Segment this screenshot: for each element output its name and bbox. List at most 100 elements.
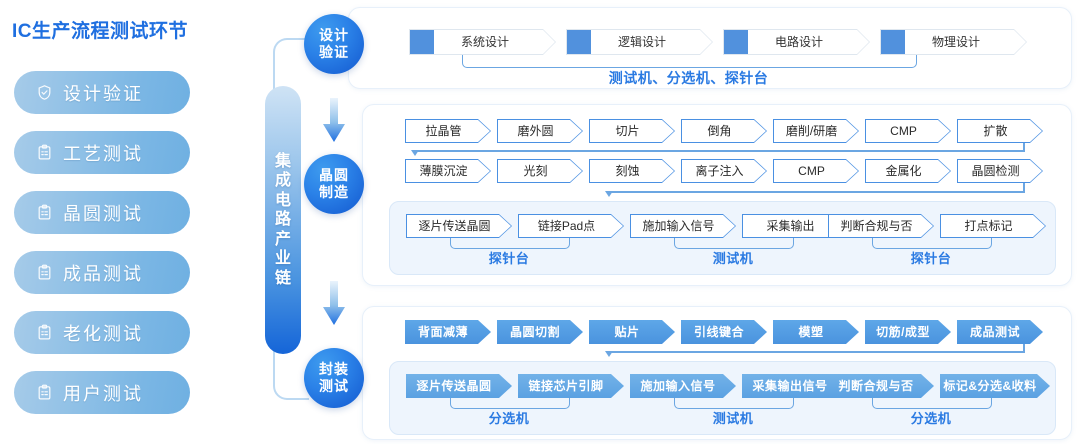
test-step-chevron[interactable]: 判断合规与否 [828, 374, 934, 398]
spine-connector-bottom [273, 350, 309, 400]
stage-label-line1: 封装 [319, 361, 349, 378]
spine-char: 业 [274, 250, 291, 268]
group-bracket [450, 238, 570, 249]
step-chevron[interactable]: 贴片 [589, 320, 675, 344]
sidebar-item-process-test[interactable]: 工艺测试 [14, 131, 190, 174]
clipboard-icon [36, 324, 53, 341]
step-chevron[interactable]: 光刻 [497, 159, 583, 183]
step-marker [724, 30, 748, 54]
stage-label-line1: 晶圆 [319, 167, 349, 184]
step-chevron[interactable]: CMP [773, 159, 859, 183]
test-step-chevron[interactable]: 链接Pad点 [518, 214, 624, 238]
sidebar-item-label: 晶圆测试 [63, 203, 143, 224]
sidebar-item-label: 老化测试 [63, 323, 143, 344]
shield-check-icon [36, 84, 53, 101]
sidebar-item-final-test[interactable]: 成品测试 [14, 251, 190, 294]
test-step-chevron[interactable]: 逐片传送晶圆 [406, 374, 512, 398]
page-title: IC生产流程测试环节 [12, 21, 189, 42]
sidebar: IC生产流程测试环节 设计验证 工艺测试 [0, 0, 250, 444]
step-chevron[interactable]: 刻蚀 [589, 159, 675, 183]
step-chevron[interactable]: 扩散 [957, 119, 1043, 143]
group-bracket [462, 55, 917, 68]
group-bracket [872, 398, 992, 409]
wrap-arrow-icon [411, 150, 419, 156]
test-step-chevron[interactable]: 打点标记 [940, 214, 1046, 238]
step-chevron[interactable]: 物理设计 [880, 29, 1027, 55]
step-chevron[interactable]: 金属化 [865, 159, 951, 183]
step-chevron[interactable]: 切筋/成型 [865, 320, 951, 344]
sidebar-item-design-verification[interactable]: 设计验证 [14, 71, 190, 114]
clipboard-icon [36, 264, 53, 281]
step-chevron[interactable]: 磨外圆 [497, 119, 583, 143]
test-step-chevron[interactable]: 链接芯片引脚 [518, 374, 624, 398]
equipment-caption: 测试机 [712, 251, 754, 266]
spine-connector-top [273, 38, 309, 92]
step-marker [567, 30, 591, 54]
down-arrow-icon [321, 281, 347, 325]
test-step-chevron[interactable]: 施加输入信号 [630, 374, 736, 398]
equipment-caption: 分选机 [488, 411, 530, 426]
step-marker [410, 30, 434, 54]
spine-char: 成 [274, 172, 291, 190]
equipment-caption: 分选机 [910, 411, 952, 426]
section-panel-design: 系统设计 逻辑设计 电路设计 物理设计 测试机、分选机、探针台 [348, 7, 1072, 89]
package-test-subpanel: 逐片传送晶圆 链接芯片引脚 施加输入信号 采集输出信号 判断合规与否 标记&分选… [389, 361, 1056, 435]
sidebar-item-label: 用户测试 [63, 383, 143, 404]
wrap-connector [1023, 344, 1025, 352]
wrap-arrow-icon [605, 351, 613, 357]
step-chevron[interactable]: CMP [865, 119, 951, 143]
sidebar-item-user-test[interactable]: 用户测试 [14, 371, 190, 414]
stage-circle-wafer[interactable]: 晶圆 制造 [304, 154, 364, 214]
group-bracket [674, 238, 794, 249]
step-chevron[interactable]: 薄膜沉淀 [405, 159, 491, 183]
stage-circle-design[interactable]: 设计 验证 [304, 14, 364, 74]
step-chevron[interactable]: 磨削/研磨 [773, 119, 859, 143]
section-panel-wafer: 拉晶管 磨外圆 切片 倒角 磨削/研磨 CMP 扩散 薄膜沉淀 光刻 刻蚀 离子… [362, 104, 1072, 286]
equipment-caption: 测试机、分选机、探针台 [608, 70, 769, 86]
test-step-chevron[interactable]: 标记&分选&收料 [940, 374, 1050, 398]
step-chevron[interactable]: 离子注入 [681, 159, 767, 183]
test-step-chevron[interactable]: 施加输入信号 [630, 214, 736, 238]
step-chevron[interactable]: 切片 [589, 119, 675, 143]
wrap-arrow-icon [605, 191, 613, 197]
step-chevron[interactable]: 逻辑设计 [566, 29, 713, 55]
group-bracket [872, 238, 992, 249]
step-chevron[interactable]: 系统设计 [409, 29, 556, 55]
stage-circle-package[interactable]: 封装 测试 [304, 348, 364, 408]
step-chevron[interactable]: 引线键合 [681, 320, 767, 344]
step-chevron[interactable]: 背面减薄 [405, 320, 491, 344]
sidebar-item-label: 工艺测试 [63, 143, 143, 164]
clipboard-icon [36, 384, 53, 401]
step-chevron[interactable]: 电路设计 [723, 29, 870, 55]
sidebar-item-label: 设计验证 [63, 83, 143, 104]
step-marker [881, 30, 905, 54]
step-chevron[interactable]: 模塑 [773, 320, 859, 344]
group-bracket [674, 398, 794, 409]
equipment-caption: 探针台 [910, 251, 952, 266]
step-chevron[interactable]: 晶圆检测 [957, 159, 1043, 183]
equipment-caption: 测试机 [712, 411, 754, 426]
group-bracket [450, 398, 570, 409]
stage-label-line2: 验证 [319, 44, 349, 60]
spine-char: 链 [274, 269, 291, 287]
spine-char: 产 [274, 230, 291, 248]
clipboard-icon [36, 144, 53, 161]
spine-char: 电 [274, 191, 291, 209]
step-chevron[interactable]: 晶圆切割 [497, 320, 583, 344]
clipboard-icon [36, 204, 53, 221]
section-panel-package: 背面减薄 晶圆切割 贴片 引线键合 模塑 切筋/成型 成品测试 逐片传送晶圆 链… [362, 306, 1072, 440]
value-chain-spine: 集 成 电 路 产 业 链 [265, 86, 301, 354]
step-chevron[interactable]: 成品测试 [957, 320, 1043, 344]
down-arrow-icon [321, 98, 347, 142]
step-chevron[interactable]: 拉晶管 [405, 119, 491, 143]
stage-label-line1: 设计 [319, 27, 349, 44]
spine-char: 路 [274, 211, 291, 229]
sidebar-item-wafer-test[interactable]: 晶圆测试 [14, 191, 190, 234]
test-step-chevron[interactable]: 逐片传送晶圆 [406, 214, 512, 238]
sidebar-item-burnin-test[interactable]: 老化测试 [14, 311, 190, 354]
test-step-chevron[interactable]: 判断合规与否 [828, 214, 934, 238]
sidebar-item-label: 成品测试 [63, 263, 143, 284]
wafer-test-subpanel: 逐片传送晶圆 链接Pad点 施加输入信号 采集输出 判断合规与否 打点标记 探针… [389, 201, 1056, 275]
step-chevron[interactable]: 倒角 [681, 119, 767, 143]
